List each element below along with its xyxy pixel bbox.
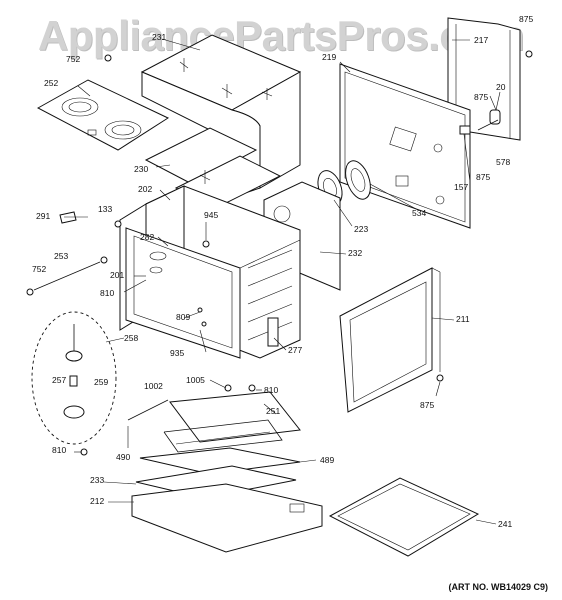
callout-20: 20: [496, 82, 506, 92]
callout-809: 809: [176, 312, 190, 322]
callout-157: 157: [454, 182, 468, 192]
callout-752: 752: [66, 54, 80, 64]
callout-875: 875: [519, 14, 533, 24]
part-875-door-screw: [436, 374, 444, 382]
callout-1005: 1005: [186, 375, 205, 385]
callout-252: 252: [44, 78, 58, 88]
part-212-bottom-panel: [131, 483, 323, 553]
callout-233: 233: [90, 475, 104, 485]
art-number: (ART NO. WB14029 C9): [448, 582, 548, 592]
part-211-door-frame: [339, 267, 441, 413]
callout-291: 291: [36, 211, 50, 221]
part-810-screw: [248, 384, 256, 392]
part-133-screw: [114, 220, 122, 228]
part-251-bake-element: [163, 391, 301, 453]
part-1002-bottom-trim: [127, 399, 169, 421]
callout-257: 257: [52, 375, 66, 385]
callout-217: 217: [474, 35, 488, 45]
callout-277: 277: [288, 345, 302, 355]
callout-945: 945: [204, 210, 218, 220]
leader-lines: [64, 38, 501, 525]
callout-201: 201: [110, 270, 124, 280]
callout-labels: 875 217 219 752 252 231 230 875 20 578 157 875 534 22…: [32, 14, 533, 529]
callout-875: 875: [474, 92, 488, 102]
callout-231: 231: [152, 32, 166, 42]
callout-490: 490: [116, 452, 130, 462]
part-277-hinge: [267, 317, 279, 347]
part-291-clip: [59, 211, 77, 224]
callout-578: 578: [496, 157, 510, 167]
callout-230: 230: [134, 164, 148, 174]
callout-875: 875: [420, 400, 434, 410]
part-201-oven-cavity: [119, 185, 301, 359]
callout-282: 282: [140, 232, 154, 242]
callout-211: 211: [456, 314, 470, 324]
callout-212: 212: [90, 496, 104, 506]
part-1005-screw: [224, 384, 232, 392]
callout-810: 810: [100, 288, 114, 298]
callout-752: 752: [32, 264, 46, 274]
callout-1002: 1002: [144, 381, 163, 391]
callout-133: 133: [98, 204, 112, 214]
callout-241: 241: [498, 519, 512, 529]
part-231-outer-wrap: [140, 34, 302, 197]
callout-259: 259: [94, 377, 108, 387]
callout-875: 875: [476, 172, 490, 182]
callout-251: 251: [266, 406, 280, 416]
part-253-rod: [26, 256, 108, 296]
callout-223: 223: [354, 224, 368, 234]
callout-258: 258: [124, 333, 138, 343]
callout-232: 232: [348, 248, 362, 258]
callout-489: 489: [320, 455, 334, 465]
part-875-screw: [525, 50, 533, 58]
part-219-back-wall: [339, 63, 471, 229]
part-258-assembly: [31, 311, 117, 456]
callout-810: 810: [264, 385, 278, 395]
part-20-578-sensor: [459, 109, 501, 135]
callout-219: 219: [322, 52, 336, 62]
part-252-top-panel: [36, 79, 170, 151]
part-241-oven-rack: [328, 477, 480, 557]
part-534-fan-blade: [345, 160, 371, 200]
callout-935: 935: [170, 348, 184, 358]
callout-810: 810: [52, 445, 66, 455]
part-752-bolt: [104, 54, 112, 62]
callout-202: 202: [138, 184, 152, 194]
callout-253: 253: [54, 251, 68, 261]
callout-534: 534: [412, 208, 426, 218]
